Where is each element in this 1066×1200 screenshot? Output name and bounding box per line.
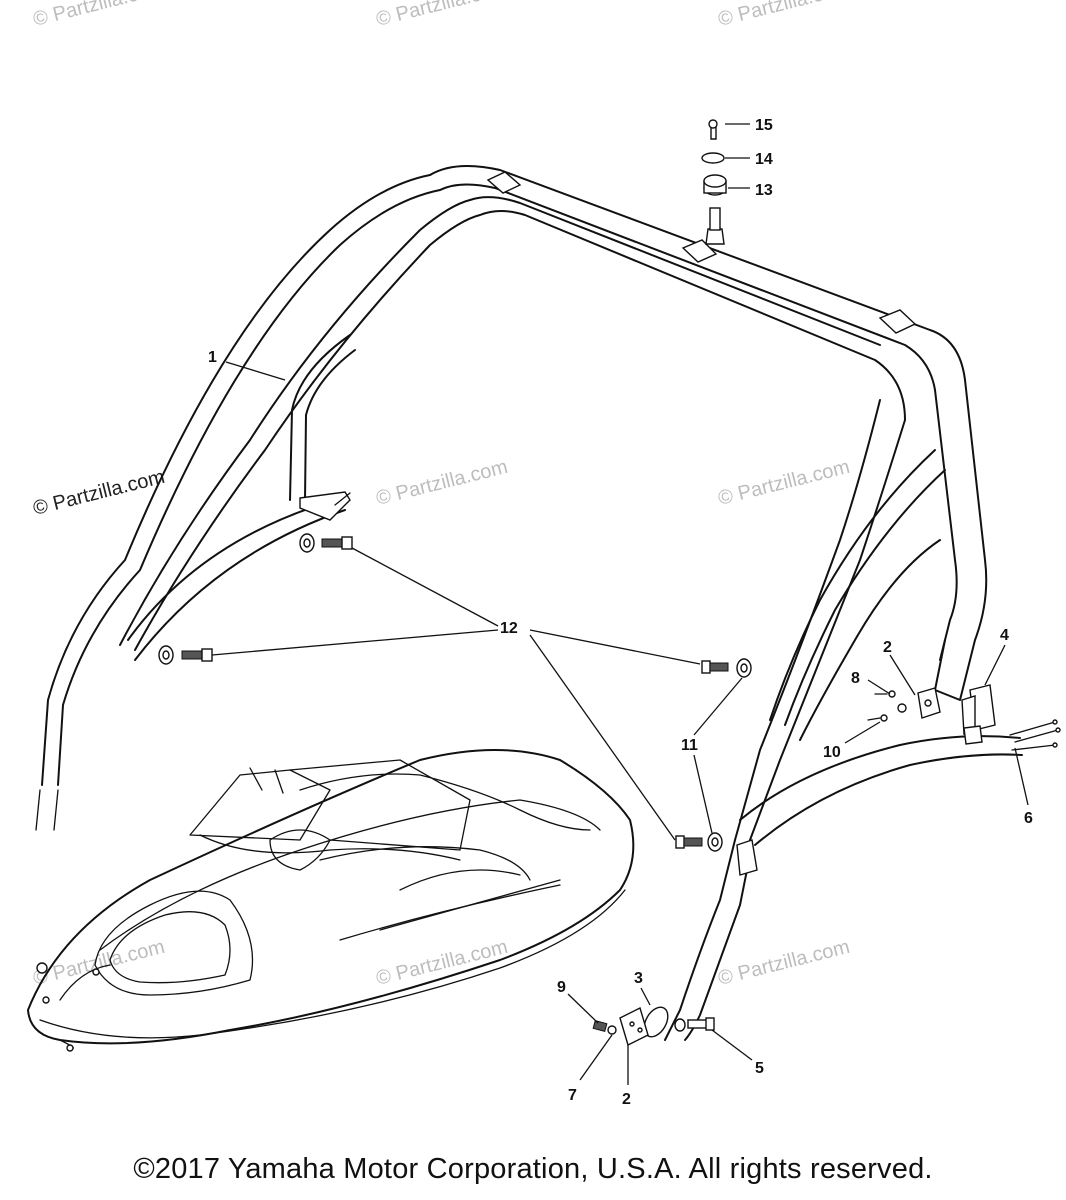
callout-7: 7: [568, 1087, 577, 1104]
callout-6: 6: [1024, 810, 1033, 827]
callout-12: 12: [500, 620, 518, 637]
callout-15: 15: [755, 117, 773, 134]
top-mount-hardware: [701, 119, 727, 245]
callouts: 15 14 13 1 12 11 2 4 8 10 6 9 3 5 7 2: [208, 117, 1033, 1108]
callout-14: 14: [755, 151, 773, 168]
callout-8: 8: [851, 670, 860, 687]
copyright-notice: ©2017 Yamaha Motor Corporation, U.S.A. A…: [133, 1153, 933, 1185]
watermark-faint: © Partzilla.com: [716, 936, 852, 990]
callout-5: 5: [755, 1060, 764, 1077]
watermark-faint: © Partzilla.com: [374, 0, 510, 31]
watermark-faint: © Partzilla.com: [716, 456, 852, 510]
callout-13: 13: [755, 182, 773, 199]
watermark-faint: © Partzilla.com: [374, 456, 510, 510]
callout-10: 10: [823, 744, 841, 761]
callout-2-upper: 2: [883, 639, 892, 656]
callout-9: 9: [557, 979, 566, 996]
callout-1: 1: [208, 349, 217, 366]
bow-mount-hardware: [592, 1006, 715, 1046]
callout-2-lower: 2: [622, 1091, 631, 1108]
callout-4: 4: [1000, 627, 1009, 644]
bolts-and-washers: [158, 533, 752, 852]
callout-3: 3: [634, 970, 643, 987]
leader-lines: [211, 123, 1029, 1085]
right-bracket-hardware: [867, 684, 1061, 751]
callout-11: 11: [681, 737, 698, 754]
watermark-faint: © Partzilla.com: [31, 0, 167, 31]
boat-illustration: [27, 749, 635, 1052]
tower-frame: [35, 165, 1023, 1041]
watermark-faint: © Partzilla.com: [716, 0, 852, 31]
left-bracket: [299, 491, 351, 521]
